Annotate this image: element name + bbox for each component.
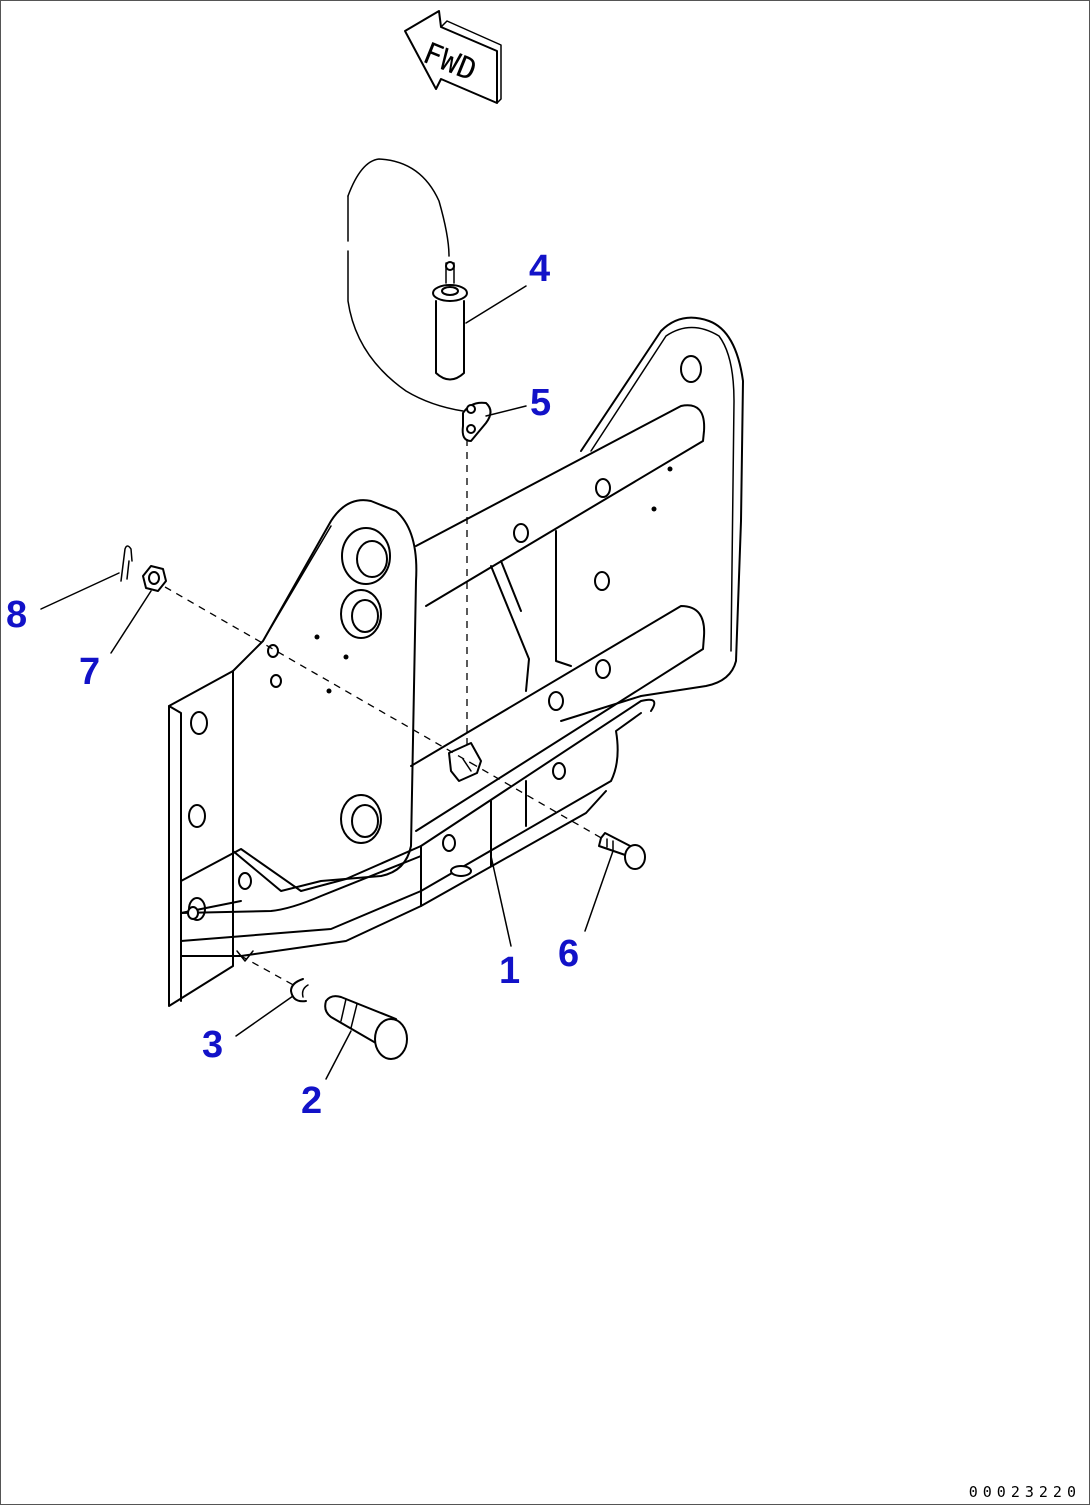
clip-part	[461, 401, 492, 442]
pin-part	[432, 261, 468, 381]
callout-2: 2	[301, 1080, 322, 1122]
callout-7: 7	[79, 651, 100, 693]
forward-arrow-label: FWD	[418, 36, 481, 89]
frame-center-web	[490, 530, 572, 692]
callout-5: 5	[530, 382, 551, 424]
leader-lines	[40, 285, 614, 1080]
wire-rope	[347, 158, 464, 412]
snap-ring-part	[290, 978, 309, 1003]
bolt-part-6	[598, 832, 646, 870]
nut-part	[142, 565, 167, 592]
frame-lower-cross-tube	[410, 605, 706, 852]
frame-right-side-plate	[560, 316, 744, 722]
cotter-pin-part	[120, 545, 133, 582]
assembly-center-lines	[164, 439, 604, 988]
callout-4: 4	[529, 248, 550, 290]
drawing-number: 00023220	[968, 1483, 1081, 1501]
frame-bottom-rails	[180, 698, 656, 962]
bolt-part-2	[324, 995, 408, 1060]
frame-upper-cross-tube	[415, 404, 706, 607]
callout-3: 3	[202, 1024, 223, 1066]
callout-1: 1	[499, 950, 520, 992]
forward-arrow-icon: FWD	[404, 10, 502, 104]
lock-collar	[448, 742, 482, 782]
callout-6: 6	[558, 933, 579, 975]
callout-8: 8	[6, 594, 27, 636]
callout-labels: 1 2 3 4 5 6 7 8	[6, 248, 579, 1122]
frame-left-side-plate	[232, 499, 418, 892]
